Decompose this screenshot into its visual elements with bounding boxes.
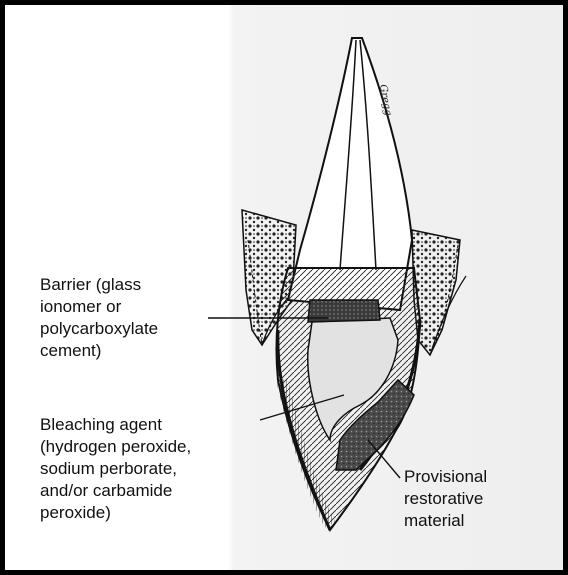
- provisional-material-label: Provisional restorative material: [404, 466, 487, 532]
- barrier-label: Barrier (glass ionomer or polycarboxylat…: [40, 274, 158, 362]
- bleaching-agent-label: Bleaching agent (hydrogen peroxide, sodi…: [40, 414, 191, 524]
- barrier-layer: [308, 300, 380, 322]
